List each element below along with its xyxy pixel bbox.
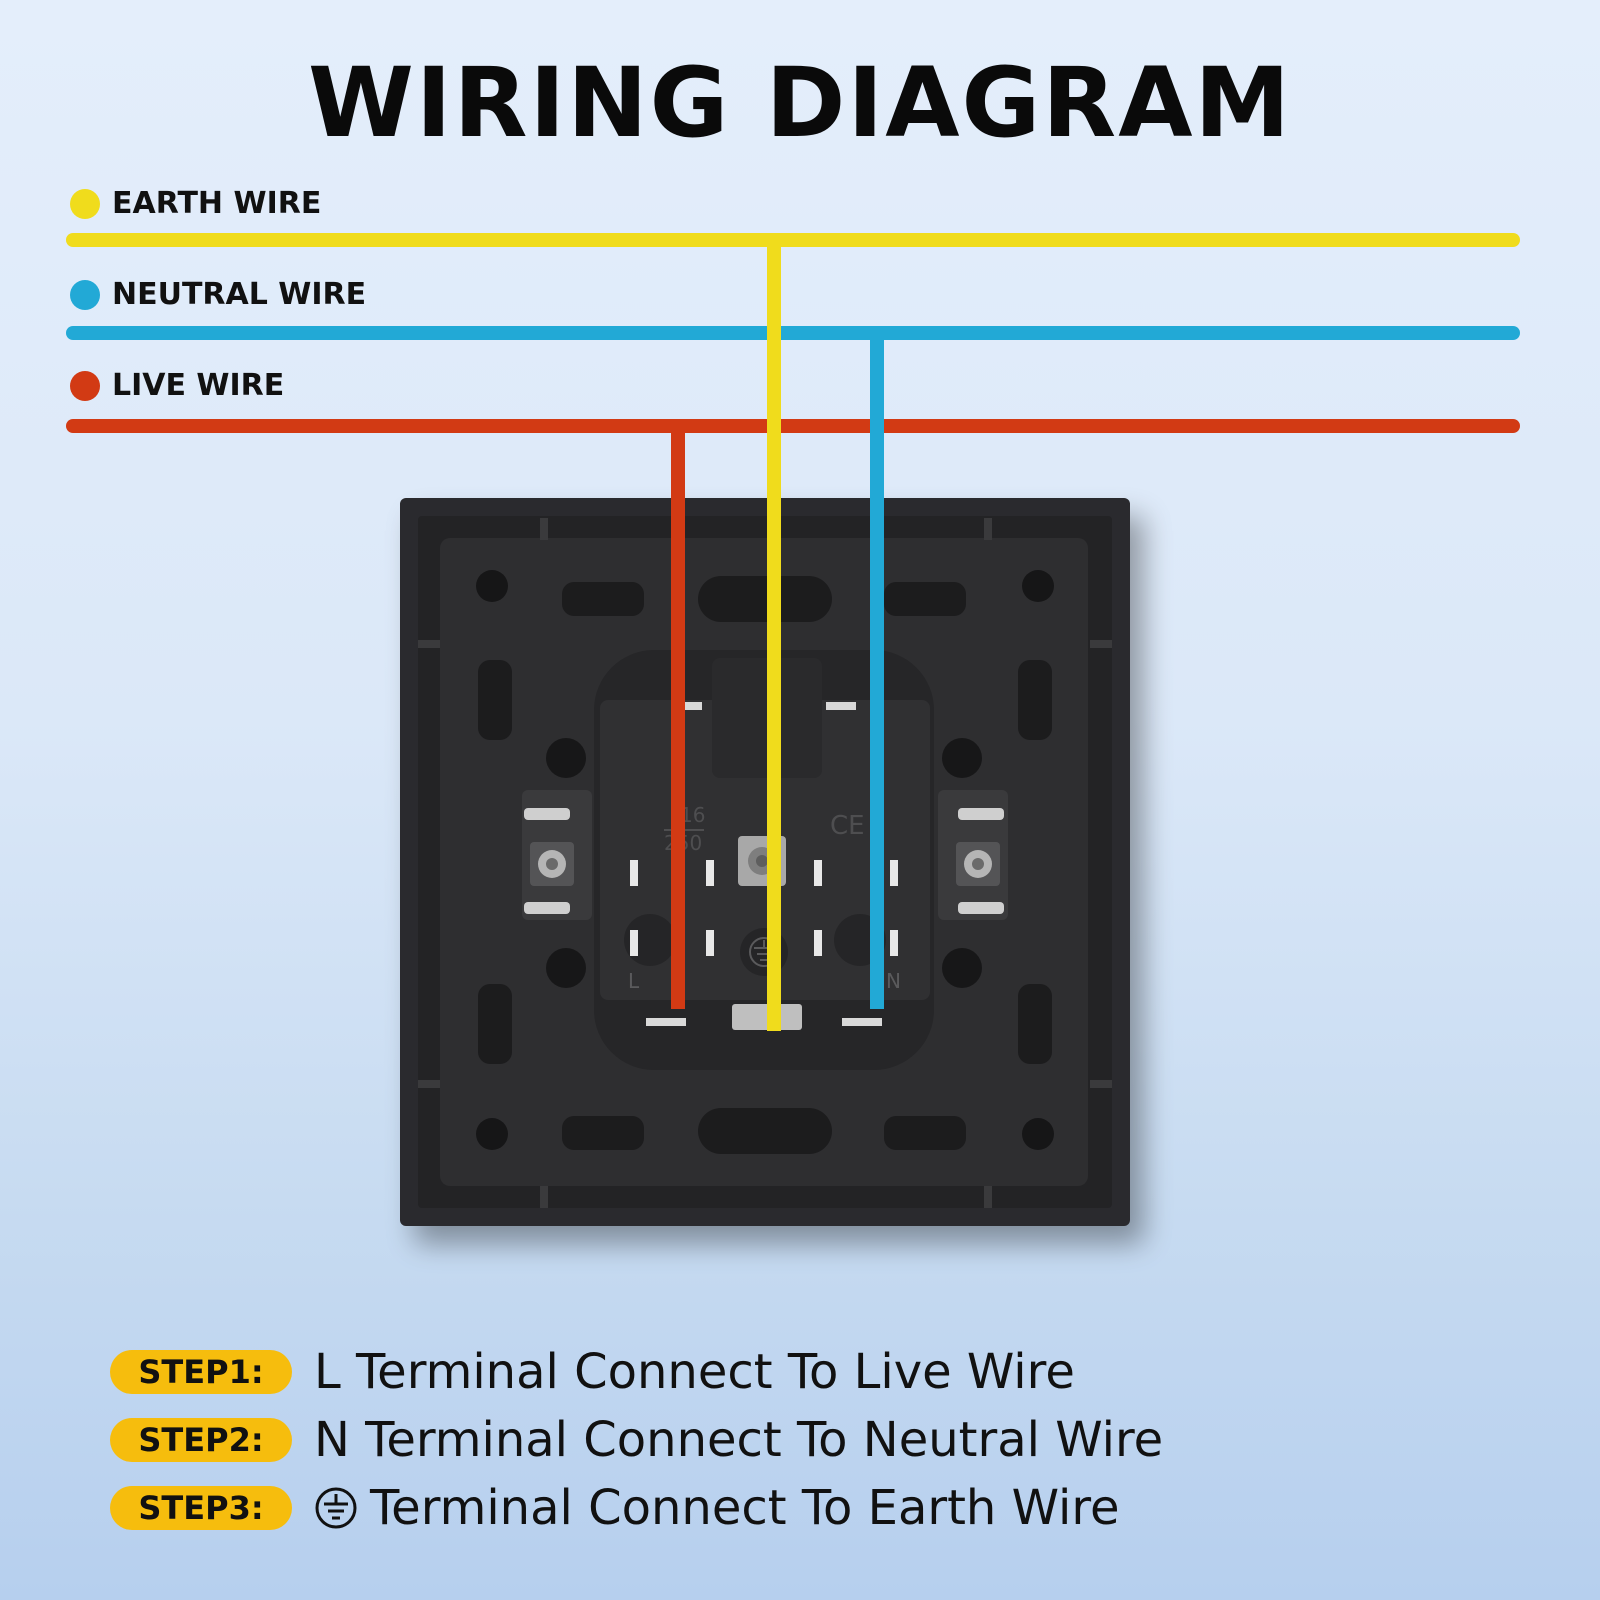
- legend-earth-label: EARTH WIRE: [112, 186, 322, 221]
- step-3-text: Terminal Connect To Earth Wire: [370, 1480, 1120, 1536]
- earth-dot-icon: [70, 188, 100, 219]
- frame-slots: [478, 576, 1052, 1154]
- earth-drop-wire: [767, 233, 781, 1031]
- live-dot-icon: [70, 370, 100, 401]
- step-3-badge: STEP3:: [110, 1486, 292, 1530]
- neutral-drop-wire: [870, 326, 884, 1009]
- live-bus-wire: [66, 419, 1520, 433]
- mounting-holes: [476, 570, 1054, 1150]
- legend-live: LIVE WIRE: [70, 368, 284, 403]
- diagram-title: WIRING DIAGRAM: [307, 47, 1293, 159]
- step-1-text: L Terminal Connect To Live Wire: [314, 1344, 1075, 1400]
- live-drop-wire: [671, 419, 685, 1009]
- step-2-row: STEP2: N Terminal Connect To Neutral Wir…: [110, 1410, 1163, 1470]
- terminal-n-label: N: [886, 969, 901, 993]
- earth-bus-wire: [66, 233, 1520, 247]
- legend-live-label: LIVE WIRE: [112, 368, 285, 403]
- neutral-dot-icon: [70, 279, 100, 310]
- step-2-text: N Terminal Connect To Neutral Wire: [314, 1412, 1164, 1468]
- step-1-row: STEP1: L Terminal Connect To Live Wire: [110, 1342, 1075, 1402]
- neutral-bus-wire: [66, 326, 1520, 340]
- ce-mark: CE: [830, 811, 865, 841]
- legend-earth: EARTH WIRE: [70, 186, 321, 221]
- left-terminal-block: [522, 790, 592, 920]
- step-2-badge: STEP2:: [110, 1418, 292, 1462]
- step-1-badge: STEP1:: [110, 1350, 292, 1394]
- terminal-l-label: L: [628, 969, 640, 993]
- step-3-row: STEP3: Terminal Connect To Earth Wire: [110, 1478, 1120, 1538]
- earth-symbol-icon: [315, 1487, 357, 1529]
- right-terminal-block: [938, 790, 1008, 920]
- step-3-text-wrap: Terminal Connect To Earth Wire: [314, 1480, 1120, 1536]
- legend-neutral-label: NEUTRAL WIRE: [112, 277, 367, 312]
- legend-neutral: NEUTRAL WIRE: [70, 277, 366, 312]
